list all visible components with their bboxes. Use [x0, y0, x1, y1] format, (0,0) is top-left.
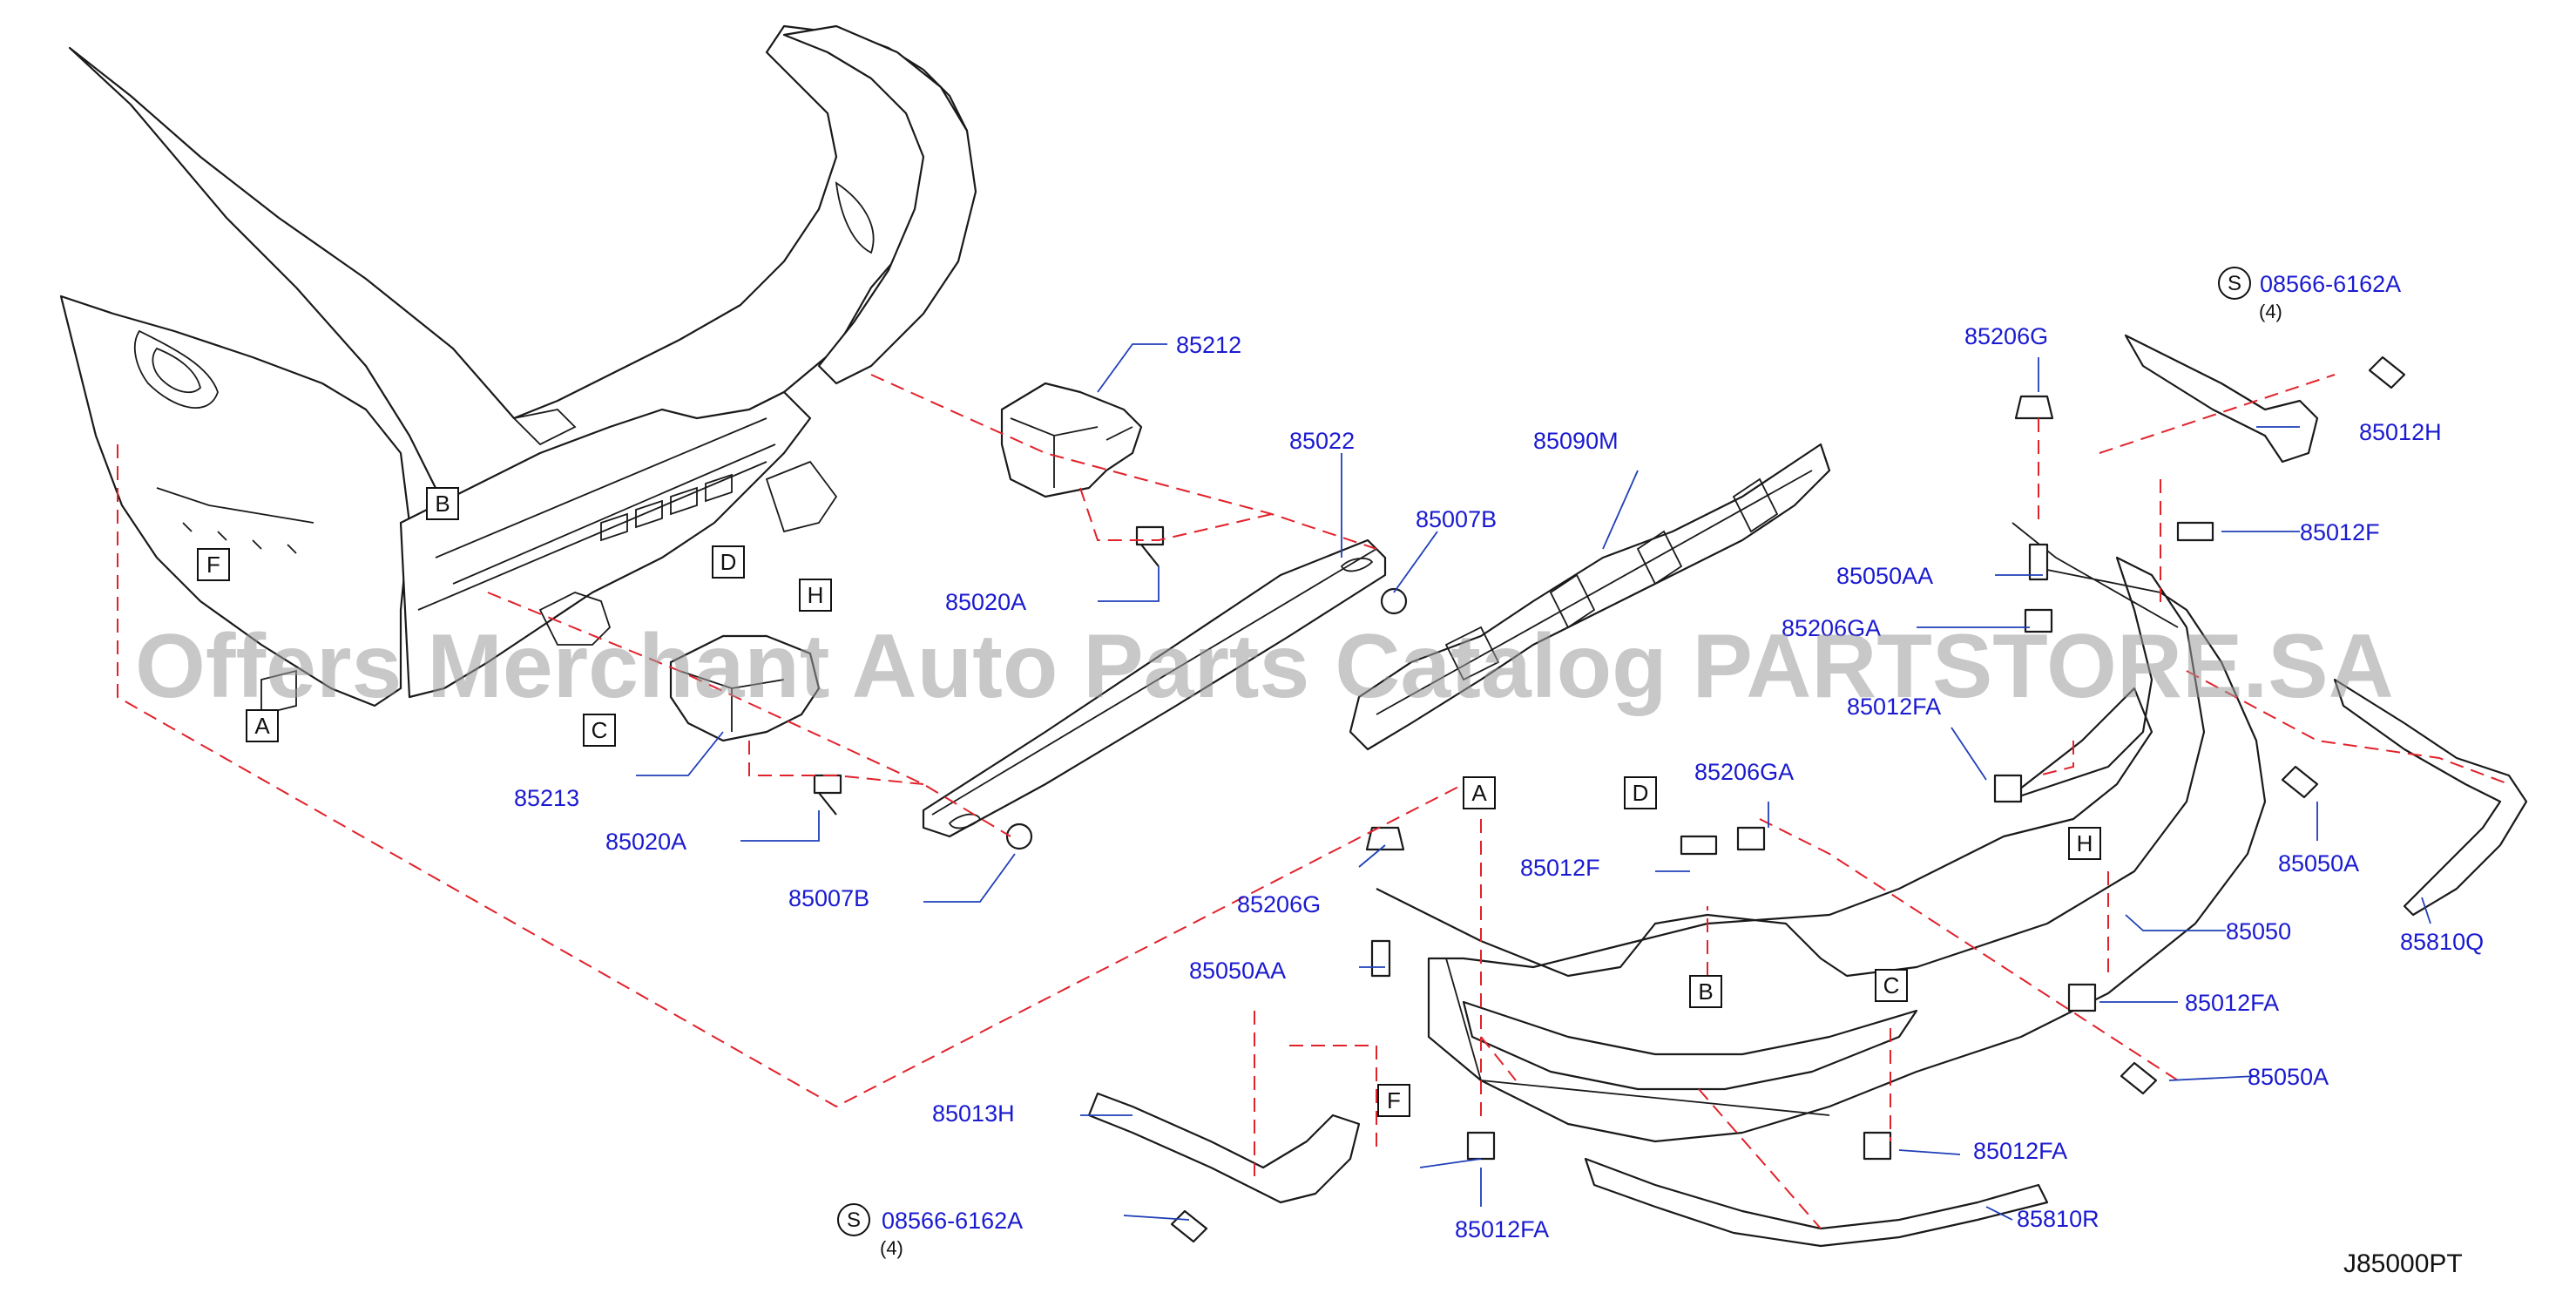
ref-box-H-1: H — [799, 579, 832, 612]
screw-symbol-top: S — [2218, 267, 2251, 300]
label-85020A: 85020A — [945, 589, 1026, 615]
diagram-code: J85000PT — [2343, 1249, 2463, 1278]
label-85007B: 85007B — [1416, 506, 1497, 532]
label-85012H: 85012H — [2359, 419, 2442, 445]
label-85050AA: 85050AA — [1189, 958, 1286, 984]
part-labels: 85212 85022 85090M 85007B 85020A 85213 8… — [514, 267, 2484, 1259]
fastener-icons — [813, 355, 2406, 1243]
ref-box-C-2: C — [1875, 969, 1908, 1002]
svg-text:S: S — [2228, 272, 2241, 295]
label-85012FA: 85012FA — [2185, 990, 2279, 1016]
svg-text:S: S — [847, 1208, 861, 1232]
label-85007B: 85007B — [788, 885, 869, 911]
label-85012FA: 85012FA — [1973, 1138, 2067, 1164]
ref-box-B-2: B — [1689, 975, 1722, 1008]
ref-box-F-1: F — [197, 548, 230, 581]
label-85012FA: 85012FA — [1455, 1216, 1549, 1242]
ref-box-C-1: C — [583, 714, 616, 747]
label-85012F: 85012F — [2300, 519, 2380, 545]
ref-label: H — [808, 582, 824, 608]
ref-label: B — [1698, 978, 1713, 1005]
ref-label: C — [1883, 972, 1900, 999]
ref-box-F-2: F — [1377, 1084, 1410, 1117]
bumper-reinforcement-85022 — [922, 538, 1387, 838]
ref-label: D — [720, 549, 737, 575]
label-85810Q: 85810Q — [2400, 929, 2484, 955]
qty-label: (4) — [2259, 301, 2282, 322]
ref-label: D — [1633, 780, 1649, 806]
retainer-85810Q — [2333, 678, 2528, 917]
ref-box-B-1: B — [426, 487, 459, 520]
leader-lines — [636, 343, 2431, 1221]
ref-box-A-1: A — [246, 709, 279, 742]
ref-label: C — [592, 717, 608, 743]
label-85206GA: 85206GA — [1694, 759, 1794, 785]
bracket-85212 — [1000, 382, 1143, 498]
side-bracket-85012H — [2124, 334, 2319, 464]
ref-label: A — [254, 713, 270, 739]
label-85050A: 85050A — [2248, 1064, 2329, 1090]
energy-absorber-85090M — [1349, 443, 1831, 751]
ref-box-D-1: D — [712, 545, 745, 579]
label-85012F: 85012F — [1520, 855, 1600, 881]
ref-label: F — [206, 552, 220, 578]
ref-label: F — [1387, 1087, 1401, 1114]
screw-symbol-bottom: S — [837, 1203, 870, 1236]
label-85206G: 85206G — [1964, 323, 2048, 349]
label-85090M: 85090M — [1533, 428, 1619, 454]
ref-label: H — [2077, 830, 2093, 856]
ref-box-H-2: H — [2068, 827, 2101, 860]
label-85020A: 85020A — [605, 829, 686, 855]
ref-box-D-2: D — [1624, 776, 1657, 809]
rear-body-panel — [59, 24, 977, 716]
label-85050A: 85050A — [2278, 850, 2359, 877]
label-85206G: 85206G — [1237, 891, 1321, 917]
ref-label: A — [1471, 780, 1487, 806]
watermark: Offers Merchant Auto Parts Catalog PARTS… — [135, 616, 2394, 717]
label-85050: 85050 — [2226, 918, 2291, 944]
ref-label: B — [435, 491, 450, 517]
label-85013H: 85013H — [932, 1100, 1015, 1127]
label-85022: 85022 — [1289, 428, 1355, 454]
label-85810R: 85810R — [2017, 1206, 2099, 1232]
label-85213: 85213 — [514, 785, 579, 811]
ref-box-A-2: A — [1463, 776, 1496, 809]
label-85012FA: 85012FA — [1847, 694, 1941, 720]
label-08566-6162A: 08566-6162A — [2260, 271, 2401, 297]
assembly-dash-lines — [117, 374, 2510, 1229]
bracket-85213 — [669, 634, 821, 742]
label-85212: 85212 — [1176, 332, 1241, 358]
label-08566-6162A: 08566-6162A — [882, 1208, 1023, 1234]
side-bracket-85013H — [1087, 1092, 1361, 1204]
retainer-85810R — [1584, 1157, 2049, 1248]
label-85206GA: 85206GA — [1782, 615, 1881, 641]
qty-label: (4) — [880, 1237, 903, 1259]
label-85050AA: 85050AA — [1836, 563, 1933, 589]
